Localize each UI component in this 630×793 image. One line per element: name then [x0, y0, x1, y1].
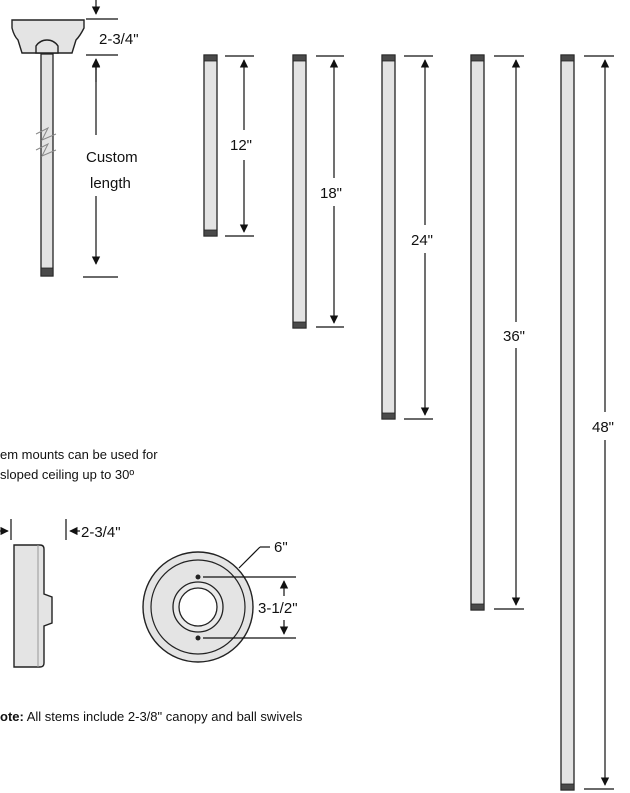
stem-12-label: 12" [230, 137, 252, 154]
custom-rod-bottom-thread [40, 267, 54, 277]
stem-36 [470, 54, 524, 611]
canopy-depth-label: 2-3/4" [81, 524, 121, 541]
stem-24-label: 24" [411, 232, 433, 249]
stem-12 [203, 54, 254, 237]
stem-48-label: 48" [592, 419, 614, 436]
stem-18-label: 18" [320, 185, 342, 202]
canopy-bottom-view [142, 546, 296, 663]
hole-spacing-label: 3-1/2" [258, 600, 298, 617]
stem-24 [381, 54, 433, 420]
stem-48 [560, 54, 614, 791]
custom-label-line2: length [90, 175, 131, 192]
custom-label-bg [78, 140, 148, 196]
canopy-shape [11, 19, 85, 54]
break-mark-top [35, 126, 57, 141]
canopy-side-view [0, 519, 80, 668]
sloped-note-line2: sloped ceiling up to 30º [0, 467, 134, 482]
footer-note: ote: All stems include 2-3/8" canopy and… [0, 709, 303, 724]
canopy-height-label: 2-3/4" [99, 31, 139, 48]
sloped-note-line1: em mounts can be used for [0, 447, 158, 462]
canopy-diameter-label: 6" [274, 539, 288, 556]
stem-36-label: 36" [503, 328, 525, 345]
custom-rod [40, 53, 54, 277]
footer-note-text: All stems include 2-3/8" canopy and ball… [24, 709, 303, 724]
custom-label-line1: Custom [86, 149, 138, 166]
stem-18 [292, 54, 344, 329]
ball-swivel [35, 39, 59, 54]
break-mark-bottom [35, 142, 57, 157]
footer-note-prefix: ote: [0, 709, 24, 724]
custom-length-assembly [11, 0, 118, 278]
